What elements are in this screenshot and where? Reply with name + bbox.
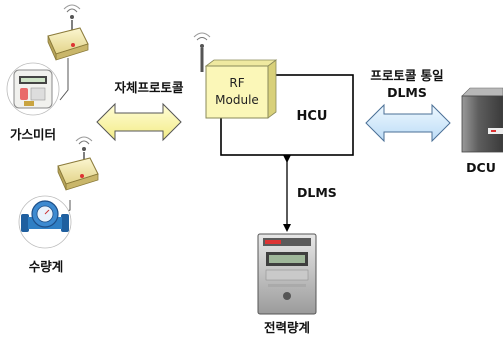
power-meter-label: 전력량계 — [264, 320, 310, 335]
dcu-label: DCU — [466, 160, 496, 175]
rf-module-label-line1: RF — [229, 76, 244, 90]
gas-link-line — [59, 58, 69, 101]
hcu-label: HCU — [297, 109, 328, 124]
dlms-vertical-label: DLMS — [297, 185, 337, 200]
proprietary-protocol-label: 자체프로토콜 — [114, 80, 184, 95]
water-meter-icon — [18, 195, 72, 249]
antenna-icon — [193, 32, 211, 72]
dlms-protocol-arrow — [365, 103, 451, 143]
router-icon — [57, 136, 99, 191]
proprietary-protocol-arrow — [96, 102, 182, 142]
router-icon — [47, 4, 89, 61]
dlms-top-label: DLMS — [387, 85, 427, 100]
gas-meter-label: 가스미터 — [10, 127, 56, 142]
rf-module: RF Module — [204, 59, 278, 119]
gas-meter-icon — [6, 62, 60, 116]
power-meter-icon — [257, 233, 317, 315]
rf-module-label-line2: Module — [215, 93, 259, 107]
dcu-device-icon — [461, 87, 503, 153]
water-meter-label: 수량계 — [29, 259, 64, 274]
unified-protocol-label: 프로토콜 통일 — [370, 68, 443, 83]
